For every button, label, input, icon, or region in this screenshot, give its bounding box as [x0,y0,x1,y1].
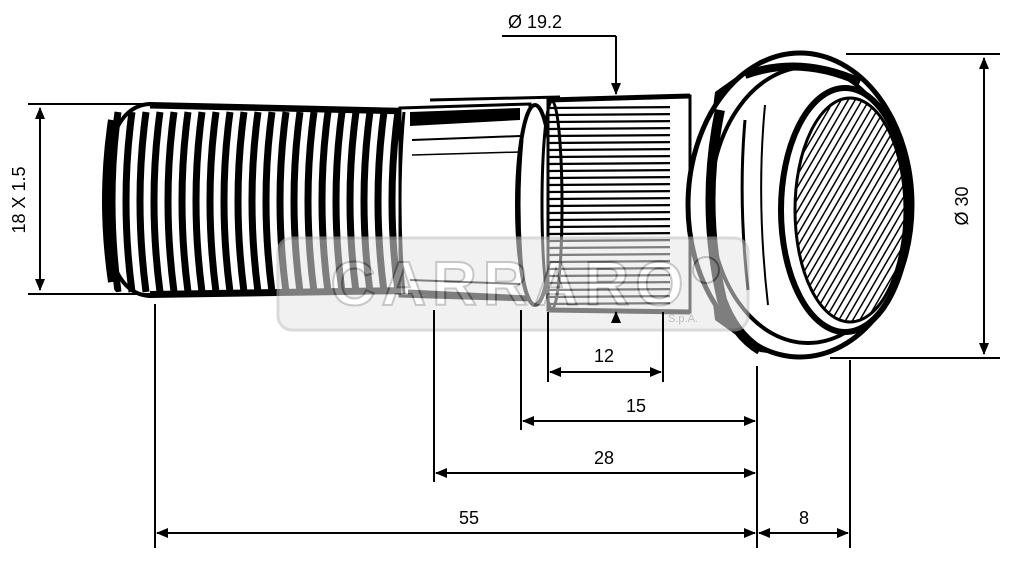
dimension-lines [28,35,1000,548]
thread-label: 18 X 1.5 [9,166,29,233]
watermark-logo: CARRARO S.p.A. [276,236,750,332]
head-diameter-label: Ø 30 [952,186,972,225]
overall-length-label: 55 [459,508,479,528]
shoulder-to-head-label: 15 [626,396,646,416]
knurl-diameter-label: Ø 19.2 [508,12,562,32]
dimension-labels: Ø 19.2 18 X 1.5 Ø 30 12 15 28 55 8 [9,12,972,528]
watermark-brand: CARRARO [331,250,690,319]
knurl-length-label: 12 [594,346,614,366]
watermark-sub: S.p.A. [668,313,698,325]
threaded-shank [101,101,412,299]
shank-to-head-label: 28 [594,448,614,468]
registered-mark-icon [692,256,720,284]
head-thickness-label: 8 [799,508,809,528]
